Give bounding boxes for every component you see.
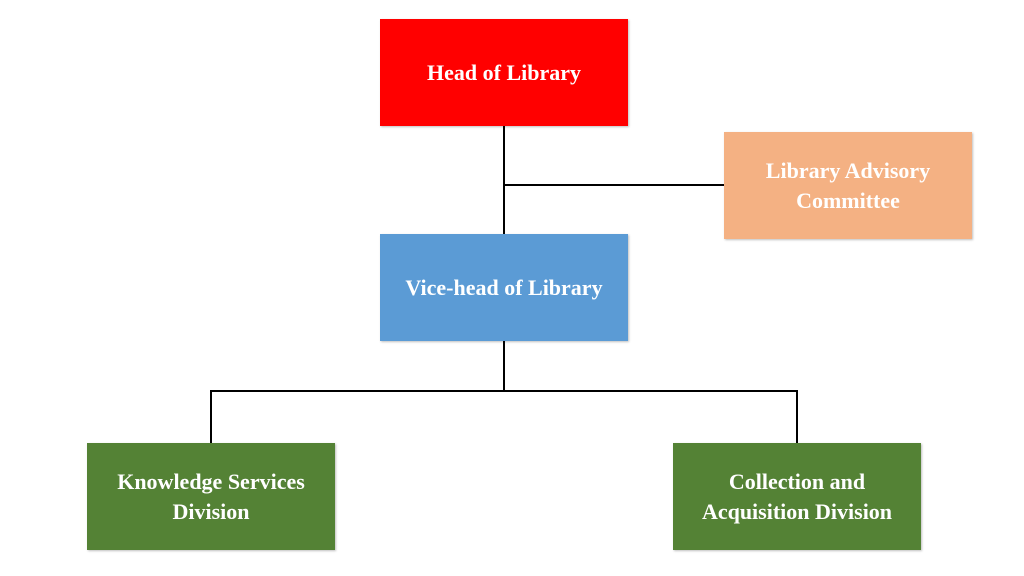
node-library-advisory-committee: Library Advisory Committee (724, 132, 972, 239)
connector-knowledge (210, 390, 212, 443)
node-vice-head-of-library: Vice-head of Library (380, 234, 628, 341)
node-label: Head of Library (427, 59, 581, 85)
node-label: Knowledge Services Division (117, 468, 305, 524)
node-label: Library Advisory Committee (765, 157, 931, 213)
node-label: Collection and Acquisition Division (701, 468, 893, 524)
node-head-of-library: Head of Library (380, 19, 628, 126)
node-collection-acquisition-division: Collection and Acquisition Division (673, 443, 921, 550)
connector-advisory (504, 184, 724, 186)
connector-divisions-horizontal (210, 390, 798, 392)
connector-collection (796, 390, 798, 443)
node-knowledge-services-division: Knowledge Services Division (87, 443, 335, 550)
connector-head-vice (503, 126, 505, 234)
node-label: Vice-head of Library (405, 274, 603, 300)
connector-vice-down (503, 341, 505, 392)
